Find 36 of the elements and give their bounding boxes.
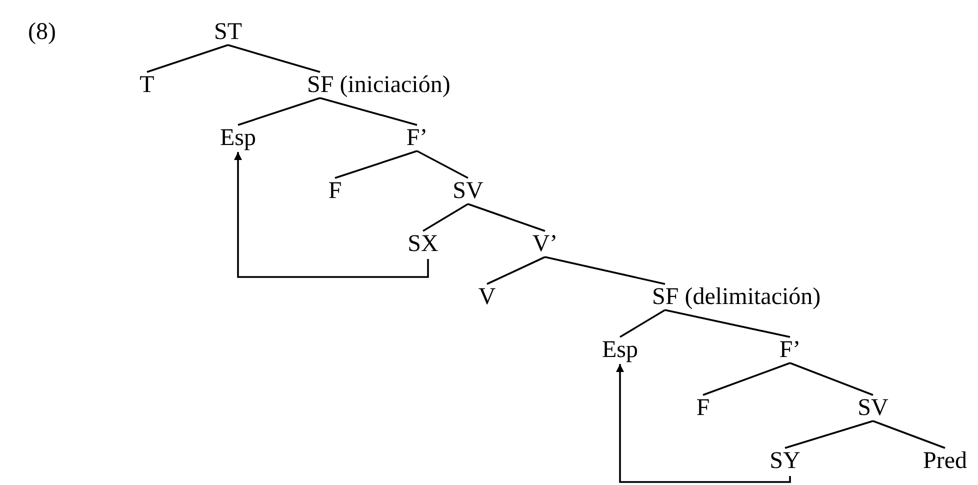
tree-branch <box>486 256 546 285</box>
tree-branch <box>320 97 418 126</box>
tree-branch <box>238 97 320 126</box>
tree-branch <box>790 362 874 396</box>
syntactic-label: Esp <box>220 125 256 151</box>
tree-branch <box>146 44 228 73</box>
syntactic-label: T <box>140 72 154 98</box>
syntactic-label: SV <box>452 178 484 204</box>
tree-branch <box>544 256 666 285</box>
tree-branch <box>416 150 468 179</box>
tree-branch <box>228 44 320 73</box>
syntactic-label: F’ <box>406 125 428 151</box>
example-number: (8) <box>28 19 56 45</box>
tree-branch <box>664 309 790 338</box>
syntactic-label: ST <box>214 19 242 45</box>
tree-branch <box>468 203 546 232</box>
tree-branch <box>702 362 790 396</box>
syntactic-label: F’ <box>779 337 801 363</box>
tree-branch <box>422 203 468 232</box>
syntactic-label: SV <box>858 395 888 421</box>
syntactic-label: SX <box>408 231 438 257</box>
tree-branch <box>334 150 418 179</box>
syntactic-label: SF (iniciación) <box>307 72 450 98</box>
syntactic-label: V’ <box>532 231 558 257</box>
syntactic-label: F <box>328 178 342 204</box>
syntactic-label: SF (delimitación) <box>652 284 821 310</box>
movement-arrow <box>616 364 791 483</box>
tree-branch <box>620 309 666 338</box>
syntactic-label: SY <box>770 448 800 474</box>
tree-branch <box>872 420 946 449</box>
syntactic-label: Esp <box>602 337 638 363</box>
syntactic-label: F <box>696 395 710 421</box>
tree-branch <box>784 420 874 449</box>
movement-arrow <box>234 152 429 278</box>
syntactic-label: Pred <box>923 448 967 474</box>
syntactic-label: V <box>478 284 496 310</box>
